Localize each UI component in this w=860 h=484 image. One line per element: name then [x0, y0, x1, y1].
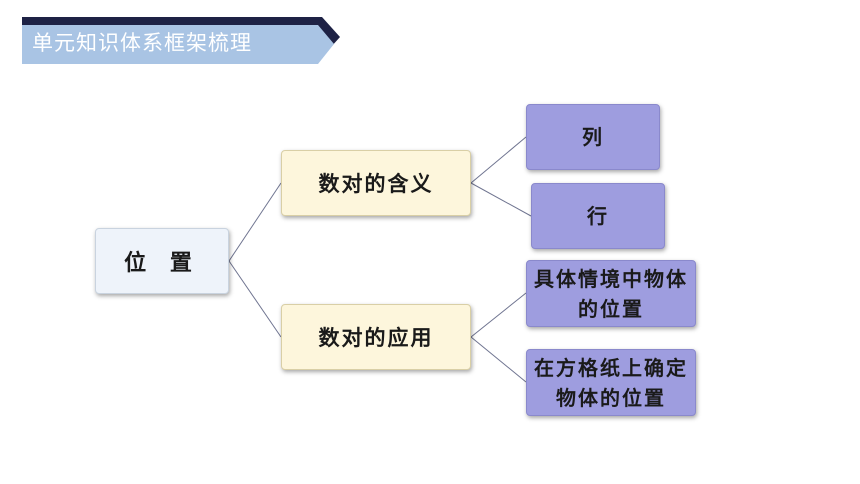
connector-root-to-meaning	[228, 182, 282, 262]
connector-application-to-context	[470, 292, 527, 338]
section-header	[22, 17, 342, 65]
leaf-node-row: 行	[531, 183, 665, 249]
root-node-position: 位 置	[95, 228, 229, 294]
connector-application-to-grid	[470, 336, 527, 383]
leaf-node-context-position: 具体情境中物体的位置	[526, 260, 696, 327]
leaf-node-grid-position: 在方格纸上确定物体的位置	[526, 349, 696, 416]
header-title: 单元知识体系框架梳理	[32, 31, 252, 55]
connector-meaning-to-row	[470, 182, 532, 217]
connector-root-to-application	[228, 260, 282, 338]
connector-meaning-to-column	[470, 136, 527, 184]
branch-node-meaning: 数对的含义	[281, 150, 471, 216]
leaf-node-column: 列	[526, 104, 660, 170]
branch-node-application: 数对的应用	[281, 304, 471, 370]
header-banner-shape	[22, 17, 340, 64]
